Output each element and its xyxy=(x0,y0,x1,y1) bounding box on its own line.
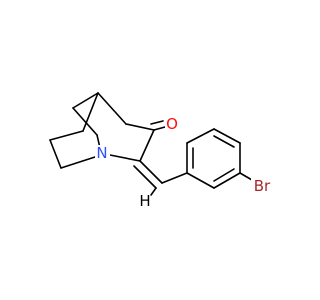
bond-bridgehead-to-cage-top xyxy=(97,92,127,125)
bond-ring-5-6 xyxy=(213,172,241,189)
hydrogen-label: H xyxy=(139,192,150,210)
bond-vinyl-to-hydrogen xyxy=(150,187,157,196)
bond-ring-2-3 xyxy=(186,128,215,144)
bond-cage-left-back xyxy=(72,107,98,136)
bond-ring-inner-b xyxy=(213,135,235,148)
nitrogen-label: N xyxy=(96,144,107,162)
hydrogen-atom: H xyxy=(138,192,151,210)
bond-ring-6-1 xyxy=(186,172,215,189)
oxygen-label: O xyxy=(166,115,178,133)
bond-carbonyl-to-alpha-carbon xyxy=(139,129,155,162)
bond-exocyclic-double-a xyxy=(139,160,163,184)
bond-lower-ring-side xyxy=(49,139,62,169)
bond-lower-ring-top xyxy=(49,130,84,141)
bond-vinyl-to-ring xyxy=(161,172,188,184)
nitrogen-atom: N xyxy=(95,144,110,162)
bond-ring-3-4 xyxy=(213,128,241,144)
molecule-drawing: O N H Br xyxy=(49,92,273,210)
bond-ring-to-bromine xyxy=(239,172,253,181)
bond-carbonyl-double-a xyxy=(153,126,166,131)
oxygen-atom: O xyxy=(165,115,179,133)
bromine-atom: Br xyxy=(251,177,273,195)
bond-ring-inner-c xyxy=(213,168,235,182)
bond-exocyclic-double-b xyxy=(133,165,157,189)
bond-carbonyl-double-b xyxy=(150,120,164,125)
bond-cage-top-left xyxy=(72,92,99,109)
bond-lower-ring-to-bridgehead xyxy=(82,92,99,132)
bond-bridgehead-to-carbonyl-carbon xyxy=(125,123,155,131)
bond-nitrogen-to-lower-ch2 xyxy=(60,156,96,169)
structure-canvas: O N H Br xyxy=(49,92,273,210)
bromine-label: Br xyxy=(254,177,271,195)
bond-alpha-carbon-to-nitrogen xyxy=(109,154,141,162)
